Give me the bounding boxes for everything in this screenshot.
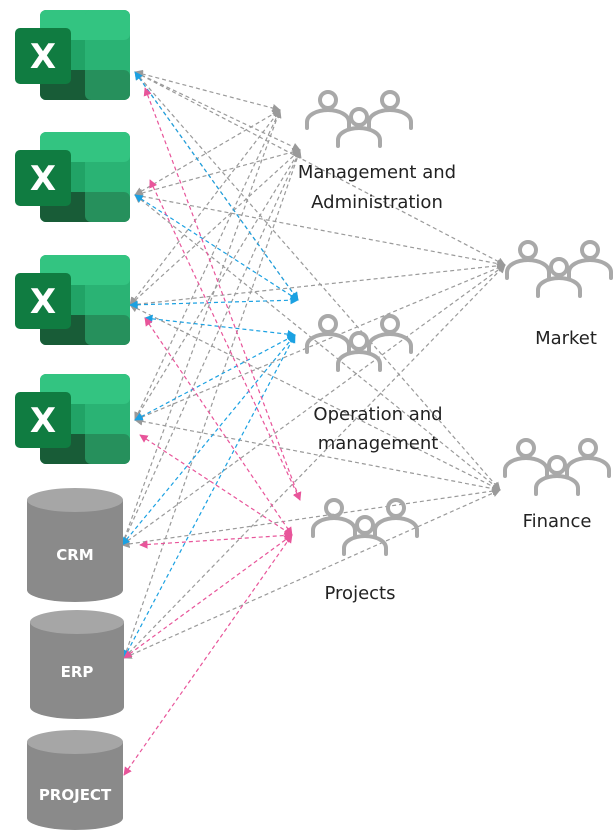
group-label-line1: Management and xyxy=(298,162,456,183)
group-management[interactable]: Management and Administration xyxy=(298,90,456,213)
excel-letter: X xyxy=(30,159,56,199)
connector-line xyxy=(129,304,501,491)
connector-line xyxy=(139,434,293,536)
excel-icon: X xyxy=(15,10,130,100)
connector-line xyxy=(134,417,501,493)
connector-line xyxy=(134,264,506,421)
connector-line xyxy=(123,534,293,659)
people-icon xyxy=(305,90,413,148)
connector-line xyxy=(144,317,293,536)
people-icon xyxy=(311,498,419,556)
excel-letter: X xyxy=(30,282,56,322)
connector-line xyxy=(134,69,281,113)
database-icon xyxy=(27,730,123,830)
connector-line xyxy=(129,296,299,309)
excel-icon: X xyxy=(15,132,130,222)
group-label: Projects xyxy=(325,583,396,604)
database-icon xyxy=(27,488,123,602)
connector-line xyxy=(143,87,302,501)
spreadsheet-1[interactable]: X xyxy=(15,10,130,100)
connector-line xyxy=(122,149,302,659)
excel-letter: X xyxy=(30,401,56,441)
database-erp[interactable]: ERP xyxy=(30,610,124,719)
database-label: PROJECT xyxy=(39,786,112,804)
connector-line xyxy=(129,109,281,306)
connector-line xyxy=(123,334,296,659)
group-finance[interactable]: Finance xyxy=(503,438,611,532)
group-label: Finance xyxy=(523,511,592,532)
connector-line xyxy=(139,531,293,549)
connector-line xyxy=(121,486,501,549)
database-label: CRM xyxy=(56,546,94,564)
connector-line xyxy=(129,149,301,306)
database-crm[interactable]: CRM xyxy=(27,488,123,602)
connector-line xyxy=(129,261,506,309)
spreadsheet-3[interactable]: X xyxy=(15,255,130,345)
connector-line xyxy=(134,334,296,421)
spreadsheet-2[interactable]: X xyxy=(15,132,130,222)
group-label-line1: Operation and xyxy=(313,404,442,425)
group-projects[interactable]: Projects xyxy=(311,498,419,604)
connector-line xyxy=(134,71,301,151)
people-icon xyxy=(505,240,613,298)
excel-icon: X xyxy=(15,374,130,464)
group-label-line2: Administration xyxy=(311,192,443,213)
excel-icon: X xyxy=(15,255,130,345)
group-operation[interactable]: Operation and management xyxy=(305,314,443,454)
connector-line xyxy=(123,264,506,659)
connector-line xyxy=(134,149,301,421)
connector-line xyxy=(120,109,282,546)
connector-line xyxy=(134,109,281,421)
excel-letter: X xyxy=(30,37,56,77)
connector-lines xyxy=(120,69,506,776)
connector-line xyxy=(134,194,299,301)
connector-line xyxy=(123,489,501,659)
database-label: ERP xyxy=(61,663,94,681)
group-market[interactable]: Market xyxy=(505,240,613,349)
people-icon xyxy=(503,438,611,496)
connector-line xyxy=(134,71,501,491)
connector-line xyxy=(134,109,281,196)
database-project[interactable]: PROJECT xyxy=(27,730,123,830)
people-icon xyxy=(305,314,413,372)
group-label: Market xyxy=(535,328,597,349)
database-icon xyxy=(30,610,124,719)
group-label-line2: management xyxy=(318,433,439,454)
spreadsheet-4[interactable]: X xyxy=(15,374,130,464)
